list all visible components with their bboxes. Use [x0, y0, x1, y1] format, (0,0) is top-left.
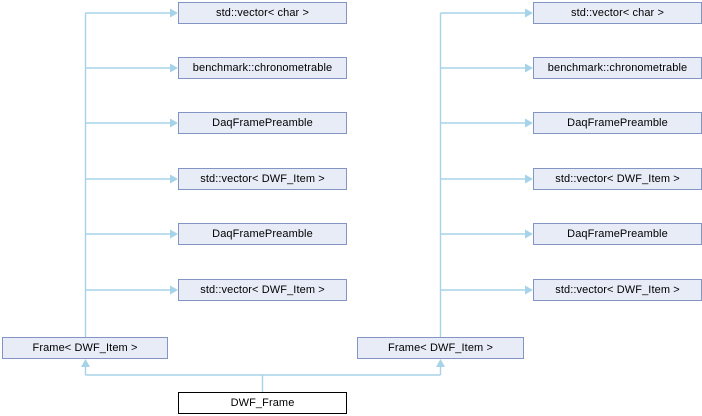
- arrow-icon: [525, 229, 533, 239]
- node-label: Frame< DWF_Item >: [388, 341, 493, 354]
- inheritance-arrowheads: [81, 359, 445, 367]
- node-label: std::vector< char >: [571, 6, 664, 19]
- node-std-vector-dwf-item-left-1[interactable]: std::vector< DWF_Item >: [178, 168, 347, 190]
- node-label: std::vector< DWF_Item >: [200, 172, 325, 185]
- node-std-vector-char-left[interactable]: std::vector< char >: [178, 2, 347, 24]
- node-std-vector-char-right[interactable]: std::vector< char >: [533, 2, 702, 24]
- node-label: benchmark::chronometrable: [547, 61, 688, 74]
- node-std-vector-dwf-item-right-2[interactable]: std::vector< DWF_Item >: [533, 279, 702, 301]
- node-frame-dwf-item-left[interactable]: Frame< DWF_Item >: [2, 337, 168, 359]
- arrow-icon: [525, 63, 533, 73]
- arrow-icon: [525, 174, 533, 184]
- arrow-icon: [170, 63, 178, 73]
- left-arrowheads: [170, 8, 178, 295]
- right-association-edges: [439, 12, 525, 337]
- arrow-icon: [525, 118, 533, 128]
- node-daqframepreamble-right-1[interactable]: DaqFramePreamble: [533, 112, 702, 134]
- node-daqframepreamble-right-2[interactable]: DaqFramePreamble: [533, 223, 702, 245]
- node-frame-dwf-item-right[interactable]: Frame< DWF_Item >: [357, 337, 524, 359]
- right-arrowheads: [525, 8, 533, 295]
- node-label: DaqFramePreamble: [567, 227, 668, 240]
- node-label: std::vector< DWF_Item >: [555, 172, 680, 185]
- node-label: DaqFramePreamble: [212, 116, 313, 129]
- left-association-edges: [84, 12, 170, 337]
- node-daqframepreamble-left-2[interactable]: DaqFramePreamble: [178, 223, 347, 245]
- node-dwf-frame-root[interactable]: DWF_Frame: [178, 392, 347, 414]
- arrow-icon: [170, 8, 178, 18]
- node-std-vector-dwf-item-right-1[interactable]: std::vector< DWF_Item >: [533, 168, 702, 190]
- arrow-icon: [525, 8, 533, 18]
- triangle-arrow-icon: [436, 359, 445, 367]
- node-benchmark-chronometrable-left[interactable]: benchmark::chronometrable: [178, 57, 347, 79]
- node-label: benchmark::chronometrable: [192, 61, 333, 74]
- node-benchmark-chronometrable-right[interactable]: benchmark::chronometrable: [533, 57, 702, 79]
- arrow-icon: [170, 174, 178, 184]
- node-label: std::vector< DWF_Item >: [200, 283, 325, 296]
- node-label: std::vector< char >: [216, 6, 309, 19]
- arrow-icon: [170, 229, 178, 239]
- node-daqframepreamble-left-1[interactable]: DaqFramePreamble: [178, 112, 347, 134]
- node-label: std::vector< DWF_Item >: [555, 283, 680, 296]
- node-label: DWF_Frame: [230, 396, 295, 409]
- node-label: DaqFramePreamble: [212, 227, 313, 240]
- arrow-icon: [170, 118, 178, 128]
- arrow-icon: [525, 285, 533, 295]
- arrow-icon: [170, 285, 178, 295]
- node-std-vector-dwf-item-left-2[interactable]: std::vector< DWF_Item >: [178, 279, 347, 301]
- triangle-arrow-icon: [81, 359, 90, 367]
- node-label: Frame< DWF_Item >: [32, 341, 138, 354]
- node-label: DaqFramePreamble: [567, 116, 668, 129]
- inheritance-edges: [84, 367, 442, 392]
